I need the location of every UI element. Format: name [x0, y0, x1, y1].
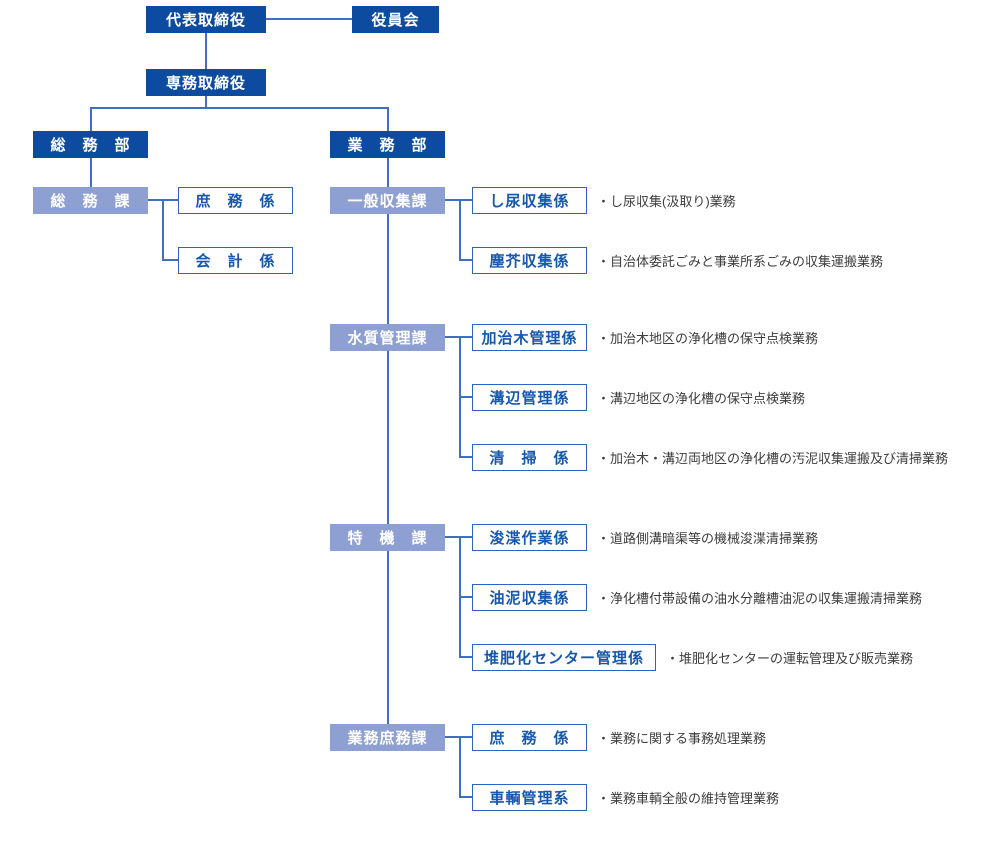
unit-cleaning-subsection: 清 掃 係	[472, 444, 587, 471]
unit-row: 堆肥化センター管理係 ・堆肥化センターの運転管理及び販売業務	[472, 644, 913, 671]
unit-row: し尿収集係 ・し尿収集(汲取り)業務	[472, 187, 736, 214]
unit-accounting-subsection: 会 計 係	[178, 247, 293, 274]
connector-president-board	[266, 18, 352, 20]
connector-g4	[459, 656, 472, 658]
unit-operations-general-affairs: 庶 務 係	[472, 724, 587, 751]
unit-desc: ・加治木・溝辺両地区の浄化槽の汚泥収集運搬及び清掃業務	[597, 451, 949, 466]
connector-g3	[459, 396, 472, 398]
connector-g2	[445, 199, 472, 201]
unit-refuse-collection: 塵芥収集係	[472, 247, 587, 274]
unit-row: 庶 務 係	[178, 187, 303, 214]
connector-g5	[445, 736, 472, 738]
connector-g4	[445, 536, 472, 538]
connector-g4	[459, 596, 472, 598]
connector-to-dept-operations	[387, 107, 389, 131]
unit-desc: ・溝辺地区の浄化槽の保守点検業務	[597, 391, 806, 406]
unit-desc: ・業務に関する事務処理業務	[597, 731, 767, 746]
connector-dept-general-section	[90, 158, 92, 187]
node-managing-director: 専務取締役	[146, 69, 266, 96]
unit-nightsoil-collection: し尿収集係	[472, 187, 587, 214]
unit-row: 会 計 係	[178, 247, 303, 274]
node-sec-water-quality: 水質管理課	[330, 324, 445, 351]
unit-desc: ・浄化槽付帯設備の油水分離槽油泥の収集運搬清掃業務	[597, 591, 923, 606]
unit-vehicle-management: 車輌管理系	[472, 784, 587, 811]
node-sec-general-collection: 一般収集課	[330, 187, 445, 214]
unit-row: 溝辺管理係 ・溝辺地区の浄化槽の保守点検業務	[472, 384, 805, 411]
connector-g1	[162, 259, 178, 261]
unit-dredging-work: 浚渫作業係	[472, 524, 587, 551]
connector-g5	[459, 796, 472, 798]
unit-desc: ・自治体委託ごみと事業所系ごみの収集運搬業務	[597, 254, 884, 269]
unit-row: 庶 務 係 ・業務に関する事務処理業務	[472, 724, 766, 751]
connector-g5	[459, 736, 461, 798]
unit-oil-sludge-collection: 油泥収集係	[472, 584, 587, 611]
unit-row: 塵芥収集係 ・自治体委託ごみと事業所系ごみの収集運搬業務	[472, 247, 883, 274]
connector-president-managing	[205, 33, 207, 69]
connector-g3	[459, 456, 472, 458]
connector-dept-branch	[90, 107, 389, 109]
unit-desc: ・堆肥化センターの運転管理及び販売業務	[666, 651, 914, 666]
unit-general-affairs-subsection: 庶 務 係	[178, 187, 293, 214]
unit-desc: ・業務車輌全般の維持管理業務	[597, 791, 780, 806]
unit-mizobe-management: 溝辺管理係	[472, 384, 587, 411]
node-dept-operations: 業 務 部	[330, 131, 445, 158]
unit-row: 油泥収集係 ・浄化槽付帯設備の油水分離槽油泥の収集運搬清掃業務	[472, 584, 922, 611]
unit-row: 清 掃 係 ・加治木・溝辺両地区の浄化槽の汚泥収集運搬及び清掃業務	[472, 444, 948, 471]
node-dept-general-affairs: 総 務 部	[33, 131, 148, 158]
connector-g3	[445, 336, 472, 338]
connector-operations-spine	[387, 158, 389, 724]
node-sec-special-equipment: 特 機 課	[330, 524, 445, 551]
connector-managing-stub	[205, 96, 207, 108]
unit-desc: ・道路側溝暗渠等の機械浚渫清掃業務	[597, 531, 819, 546]
node-sec-operations-admin: 業務庶務課	[330, 724, 445, 751]
unit-row: 加治木管理係 ・加治木地区の浄化槽の保守点検業務	[472, 324, 818, 351]
unit-row: 車輌管理系 ・業務車輌全般の維持管理業務	[472, 784, 779, 811]
unit-compost-center-management: 堆肥化センター管理係	[472, 644, 656, 671]
unit-desc: ・加治木地区の浄化槽の保守点検業務	[597, 331, 819, 346]
node-board-of-directors: 役員会	[352, 6, 439, 33]
connector-g2	[459, 259, 472, 261]
connector-to-dept-general	[90, 107, 92, 131]
node-representative-director: 代表取締役	[146, 6, 266, 33]
unit-row: 浚渫作業係 ・道路側溝暗渠等の機械浚渫清掃業務	[472, 524, 818, 551]
node-sec-general-affairs: 総 務 課	[33, 187, 148, 214]
connector-g2	[459, 199, 461, 261]
unit-desc: ・し尿収集(汲取り)業務	[597, 194, 736, 209]
unit-kajiki-management: 加治木管理係	[472, 324, 587, 351]
connector-g1	[162, 199, 164, 261]
